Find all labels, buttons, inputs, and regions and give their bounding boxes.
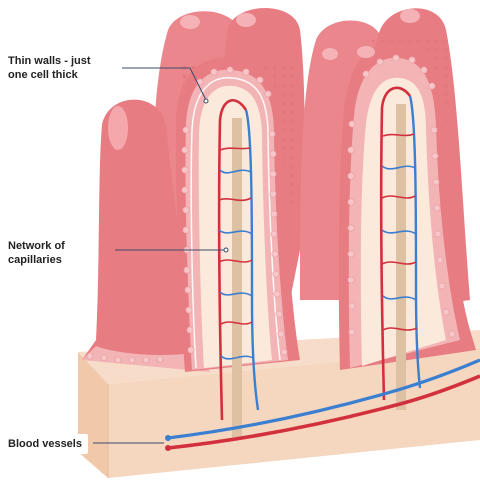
villus-center-membrane bbox=[190, 77, 281, 369]
leader-lines bbox=[93, 67, 229, 444]
vein-end bbox=[165, 435, 171, 441]
label-thin-walls: Thin walls - just one cell thick bbox=[2, 51, 97, 85]
main-blood-vessels bbox=[165, 358, 480, 451]
main-vein bbox=[167, 358, 480, 440]
villus-highlights bbox=[180, 9, 420, 60]
artery-end bbox=[165, 445, 171, 451]
lacteal-right bbox=[396, 104, 406, 410]
villus-center bbox=[175, 57, 300, 438]
villus-left-highlight bbox=[108, 106, 128, 150]
villus-left-body bbox=[82, 99, 210, 360]
label-blood-vessels-text: Blood vessels bbox=[8, 438, 82, 450]
label-blood-vessels: Blood vessels bbox=[2, 434, 88, 454]
label-network-capillaries: Network of capillaries bbox=[2, 236, 71, 270]
lacteal-center bbox=[232, 118, 242, 438]
capillary-links-center bbox=[218, 147, 254, 360]
capillary-vein-right bbox=[408, 95, 422, 389]
main-artery bbox=[167, 374, 480, 450]
label-network-line-1: Network of bbox=[8, 240, 65, 252]
label-thin-walls-line-2: one cell thick bbox=[8, 69, 78, 81]
capillary-artery-right bbox=[379, 86, 412, 401]
epithelial-cells bbox=[86, 54, 456, 364]
label-network-line-2: capillaries bbox=[8, 254, 62, 266]
capillary-vein-center bbox=[244, 109, 260, 411]
label-thin-walls-line-1: Thin walls - just bbox=[8, 55, 91, 67]
leader-thin-walls bbox=[122, 67, 207, 101]
capillary-links-right bbox=[381, 133, 418, 331]
capillary-artery-center bbox=[217, 99, 248, 421]
